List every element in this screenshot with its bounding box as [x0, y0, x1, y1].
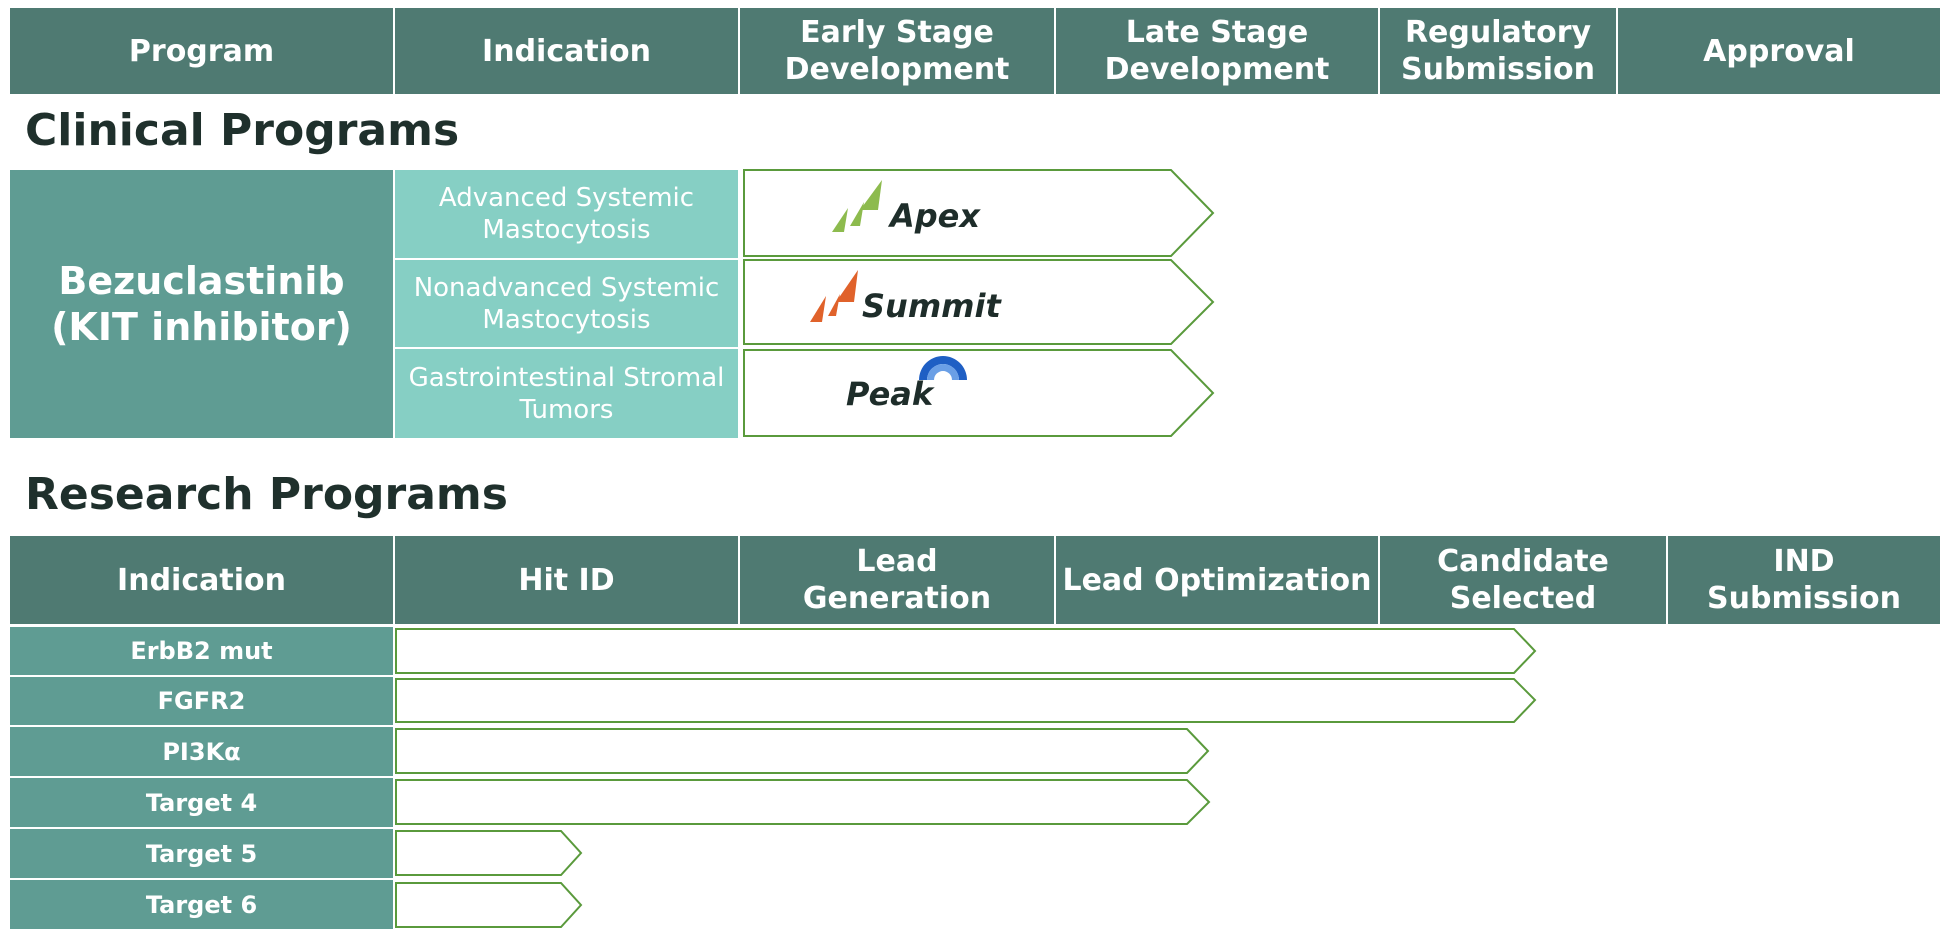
research-indication-row-1: ErbB2 mut	[10, 627, 393, 675]
research-bar-target5	[395, 830, 583, 876]
peak-logo-text: Peak	[846, 375, 934, 413]
research-bar-fgfr2	[395, 678, 1537, 723]
clinical-bar-peak	[743, 349, 1215, 437]
clinical-header-program: Program	[10, 8, 393, 94]
research-indication-row-5: Target 5	[10, 829, 393, 878]
clinical-bar-apex	[743, 169, 1215, 257]
clinical-program-name: Bezuclastinib (KIT inhibitor)	[10, 170, 393, 438]
peak-arch-icon	[919, 356, 968, 380]
peak-logo: Peak	[846, 356, 969, 414]
research-indication-row-3: PI3Kα	[10, 727, 393, 776]
research-programs-title: Research Programs	[25, 469, 508, 520]
research-bar-erbb2	[395, 628, 1537, 674]
clinical-indication-row-3: Gastrointestinal Stromal Tumors	[395, 349, 738, 438]
clinical-indication-row-2: Nonadvanced Systemic Mastocytosis	[395, 260, 738, 347]
clinical-bar-summit	[743, 259, 1215, 345]
research-bar-pi3ka	[395, 728, 1210, 774]
summit-arrows-icon	[810, 270, 858, 322]
clinical-header-early-stage: Early Stage Development	[740, 8, 1054, 94]
summit-logo-text: Summit	[862, 287, 1001, 325]
research-header-lead-optimization: Lead Optimization	[1056, 536, 1378, 624]
research-header-candidate-selected: Candidate Selected	[1380, 536, 1666, 624]
research-indication-row-4: Target 4	[10, 778, 393, 827]
clinical-header-approval: Approval	[1618, 8, 1940, 94]
clinical-header-regulatory: Regulatory Submission	[1380, 8, 1616, 94]
research-bar-target6	[395, 882, 583, 928]
clinical-header-indication: Indication	[395, 8, 738, 94]
apex-logo: Apex	[832, 180, 980, 232]
research-header-ind-submission: IND Submission	[1668, 536, 1940, 624]
apex-arrows-icon	[832, 180, 882, 232]
research-header-hit-id: Hit ID	[395, 536, 738, 624]
clinical-programs-title: Clinical Programs	[25, 105, 460, 156]
research-bar-target4	[395, 779, 1211, 825]
research-header-lead-generation: Lead Generation	[740, 536, 1054, 624]
apex-logo-text: Apex	[890, 197, 981, 235]
clinical-indication-row-1: Advanced Systemic Mastocytosis	[395, 170, 738, 258]
summit-logo: Summit	[810, 270, 1001, 322]
research-indication-row-6: Target 6	[10, 880, 393, 929]
clinical-header-late-stage: Late Stage Development	[1056, 8, 1378, 94]
research-indication-row-2: FGFR2	[10, 677, 393, 725]
research-header-indication: Indication	[10, 536, 393, 624]
